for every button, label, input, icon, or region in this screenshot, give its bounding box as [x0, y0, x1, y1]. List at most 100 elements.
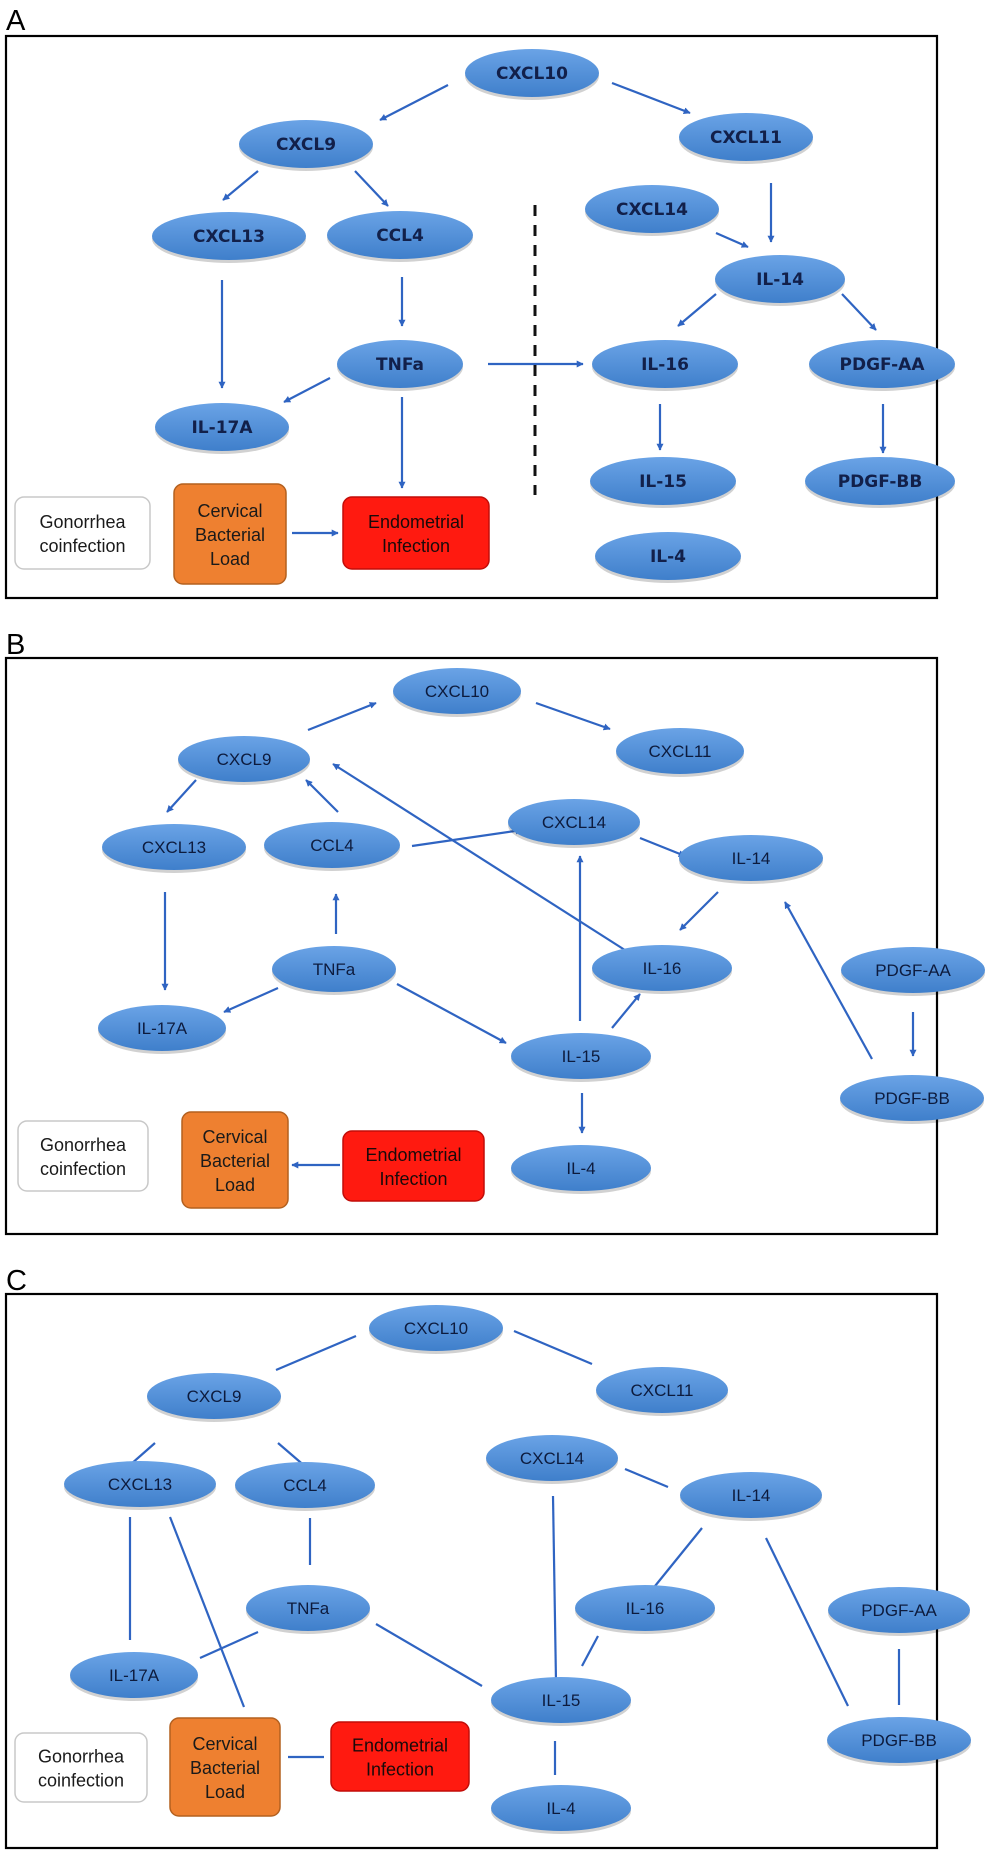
node-pdgf-bb: PDGF-BB [805, 457, 955, 508]
gonorrhea-box-shape [14, 1732, 148, 1803]
network-arrow [283, 377, 331, 403]
node-ellipse [327, 211, 473, 259]
node-label: CXCL9 [276, 135, 336, 155]
network-edge [199, 1630, 259, 1660]
network-edge [168, 1516, 246, 1708]
gonorrhea-box-label-word: coinfection [40, 1159, 126, 1179]
network-edge [581, 1635, 599, 1667]
node-label: CXCL9 [187, 1387, 242, 1406]
endometrial-box-label-word: Endometrial [365, 1145, 461, 1165]
panel-letter: A [6, 5, 26, 37]
node-label: PDGF-BB [838, 472, 923, 492]
node-ellipse [491, 1785, 631, 1831]
node-ellipse [592, 945, 732, 991]
node-ellipse [152, 212, 306, 260]
network-arrow [715, 231, 749, 249]
node-cxcl9: CXCL9 [178, 736, 310, 785]
network-edge [765, 1537, 849, 1707]
node-label: IL-15 [562, 1047, 601, 1066]
node-ellipse [239, 120, 373, 168]
node-label: CXCL14 [616, 200, 688, 220]
node-ellipse [575, 1585, 715, 1631]
node-label: IL-14 [732, 849, 771, 868]
node-il-4: IL-4 [511, 1145, 651, 1194]
node-label: TNFa [287, 1599, 330, 1618]
node-label: IL-17A [109, 1666, 160, 1685]
endometrial-box-shape [342, 1130, 485, 1202]
node-label: TNFa [376, 355, 424, 375]
node-label: CXCL13 [193, 227, 265, 247]
network-arrow [305, 779, 339, 813]
network-arrow [611, 993, 641, 1029]
node-ellipse [680, 1472, 822, 1518]
endometrial-box-label-word: Infection [366, 1760, 434, 1780]
node-ellipse [715, 255, 845, 303]
node-label: IL-15 [639, 472, 687, 492]
panel-frame [4, 656, 939, 1236]
node-il-15: IL-15 [590, 457, 736, 508]
node-ellipse [70, 1652, 198, 1698]
network-arrow [679, 891, 719, 931]
network-arrow [611, 81, 691, 115]
node-label: IL-14 [732, 1486, 771, 1505]
node-label: IL-16 [643, 959, 682, 978]
node-label: CXCL10 [404, 1319, 468, 1338]
node-ellipse [679, 113, 813, 161]
node-ellipse [595, 532, 741, 580]
network-arrow [535, 701, 611, 731]
node-label: TNFa [313, 960, 356, 979]
node-cxcl14: CXCL14 [486, 1435, 618, 1484]
endometrial-box-label-word: Endometrial [368, 512, 464, 532]
network-arrow [223, 986, 279, 1014]
node-pdgf-aa: PDGF-AA [809, 340, 955, 391]
node-label: CXCL13 [142, 838, 206, 857]
network-arrow [354, 170, 389, 207]
node-label: IL-14 [756, 270, 804, 290]
node-cxcl13: CXCL13 [102, 824, 246, 873]
node-cxcl10: CXCL10 [369, 1305, 503, 1354]
panel-letter: B [6, 629, 25, 661]
node-label: IL-4 [546, 1799, 575, 1818]
network-arrow [332, 763, 629, 953]
endometrial-box-label-word: Infection [379, 1169, 447, 1189]
node-pdgf-bb: PDGF-BB [827, 1717, 971, 1766]
endometrial-box-label-word: Infection [382, 536, 450, 556]
gonorrhea-box-label-word: Gonorrhea [38, 1747, 125, 1767]
node-cxcl11: CXCL11 [616, 728, 744, 777]
network-edge [624, 1467, 669, 1489]
node-ellipse [147, 1373, 281, 1419]
node-label: CXCL13 [108, 1475, 172, 1494]
node-label: PDGF-AA [840, 355, 926, 375]
node-label: CCL4 [310, 836, 353, 855]
network-arrow [784, 901, 873, 1060]
node-ccl4: CCL4 [235, 1462, 375, 1511]
node-cxcl11: CXCL11 [596, 1367, 728, 1416]
node-ellipse [840, 1075, 984, 1121]
node-ellipse [828, 1587, 970, 1633]
cervical-box-label-word: Load [215, 1175, 255, 1195]
node-label: CCL4 [283, 1476, 326, 1495]
node-ellipse [511, 1033, 651, 1079]
cervical-box-shape [173, 483, 287, 585]
network-arrow [222, 170, 259, 201]
node-label: PDGF-AA [861, 1601, 937, 1620]
node-ellipse [465, 49, 599, 97]
gonorrhea-box-label-word: Gonorrhea [39, 512, 126, 532]
node-label: IL-17A [137, 1019, 188, 1038]
panel-frame [4, 1292, 939, 1850]
network-arrow [841, 293, 877, 331]
network-arrow [307, 701, 377, 732]
node-ellipse [264, 822, 400, 868]
node-ellipse [596, 1367, 728, 1413]
node-label: IL-4 [650, 547, 686, 567]
endometrial-box-label-word: Endometrial [352, 1736, 448, 1756]
node-cxcl14: CXCL14 [508, 799, 640, 848]
node-il-14: IL-14 [679, 835, 823, 884]
cervical-box-label-word: Cervical [197, 501, 262, 521]
endometrial-box-shape [342, 496, 490, 570]
